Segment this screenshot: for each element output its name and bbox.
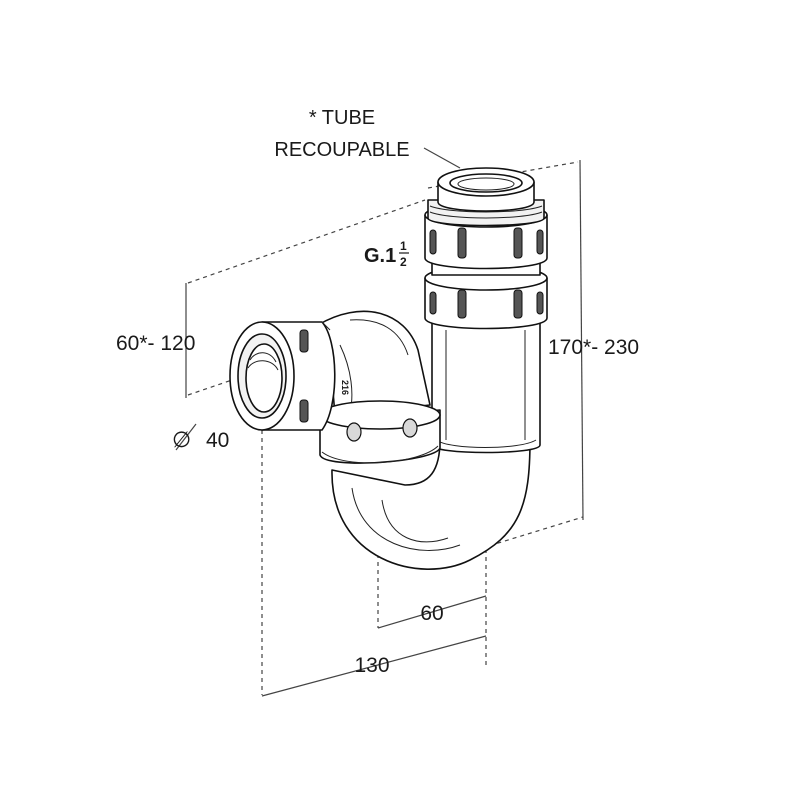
annotation-labels: * TUBE RECOUPABLE G.1 1 2 170*- 230 60*-… — [116, 107, 639, 677]
diameter-value-label: 40 — [206, 429, 229, 452]
diameter-symbol: ∅ — [172, 427, 191, 452]
outlet-height-range-label: 60*- 120 — [116, 332, 195, 355]
thread-fraction-numerator: 1 — [400, 239, 407, 253]
thread-fraction-denominator: 2 — [400, 255, 407, 269]
total-width-label: 130 — [354, 654, 389, 677]
note-tube-line1: * TUBE — [309, 107, 375, 129]
dimension-lines — [175, 147, 584, 697]
note-tube-line2: RECOUPABLE — [274, 139, 409, 161]
height-range-label: 170*- 230 — [548, 336, 639, 359]
siphon-body: 216 — [229, 167, 548, 570]
offset-width-label: 60 — [420, 602, 443, 625]
body-marking: 216 — [340, 380, 350, 395]
thread-size-label: G.1 — [364, 245, 396, 267]
